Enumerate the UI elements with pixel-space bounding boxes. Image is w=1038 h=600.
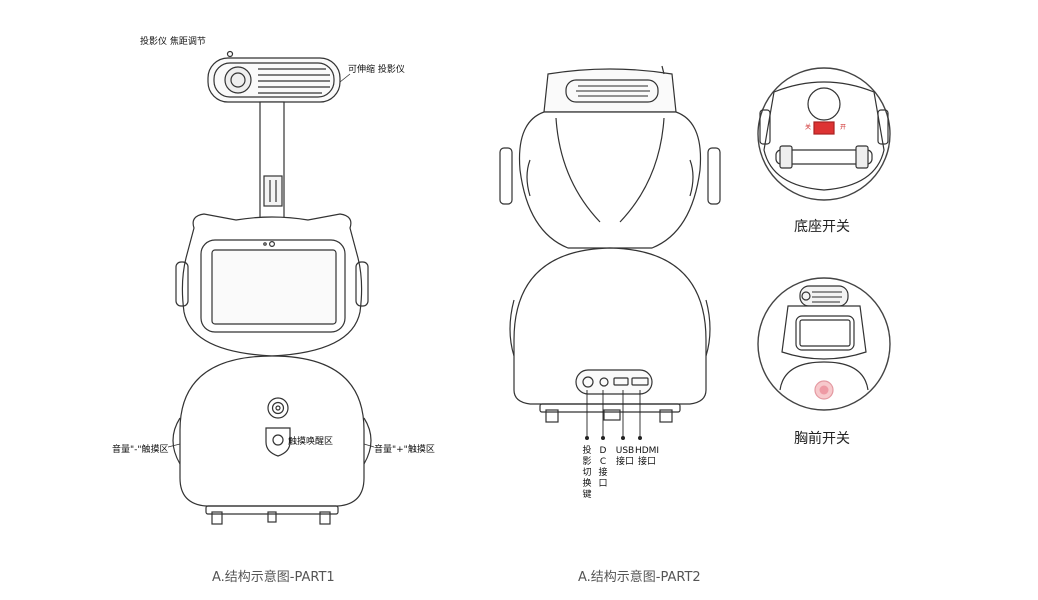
- port-leaders: [586, 390, 641, 436]
- label-volume-minus: 音量"-"触摸区: [112, 445, 169, 455]
- robot-front-view: [167, 50, 375, 525]
- caption-part2: A.结构示意图-PART2: [578, 570, 701, 585]
- port-label-hdmi: HDMI接口: [634, 446, 660, 467]
- robot-head: [175, 213, 369, 357]
- rear-head: [499, 111, 721, 249]
- caption-part1: A.结构示意图-PART1: [212, 570, 335, 585]
- robot-body: [172, 355, 372, 525]
- label-chest-switch: 胸前开关: [794, 431, 850, 447]
- label-touch-wake-zone: 触摸唤醒区: [288, 437, 334, 447]
- label-retractable-projector: 可伸缩 投影仪: [348, 65, 405, 75]
- projector-pole: [259, 101, 285, 223]
- label-projector-focus: 投影仪 焦距调节: [140, 37, 206, 47]
- rear-top-cap: [543, 65, 677, 113]
- label-base-switch: 底座开关: [794, 219, 850, 235]
- switch-on-mark: 开: [840, 124, 847, 131]
- port-label-usb: USB接口: [615, 446, 635, 467]
- label-volume-plus: 音量"+"触摸区: [374, 445, 435, 455]
- switch-off-mark: 关: [805, 124, 812, 131]
- port-label-projection-switch: 投影切换键: [582, 446, 592, 500]
- robot-rear-view: [499, 65, 721, 440]
- chest-switch-inset: [757, 277, 891, 411]
- projector-head: [207, 50, 341, 103]
- port-label-dc: DC接口: [598, 446, 608, 489]
- rear-body: [509, 247, 711, 423]
- base-switch-inset: [757, 67, 891, 201]
